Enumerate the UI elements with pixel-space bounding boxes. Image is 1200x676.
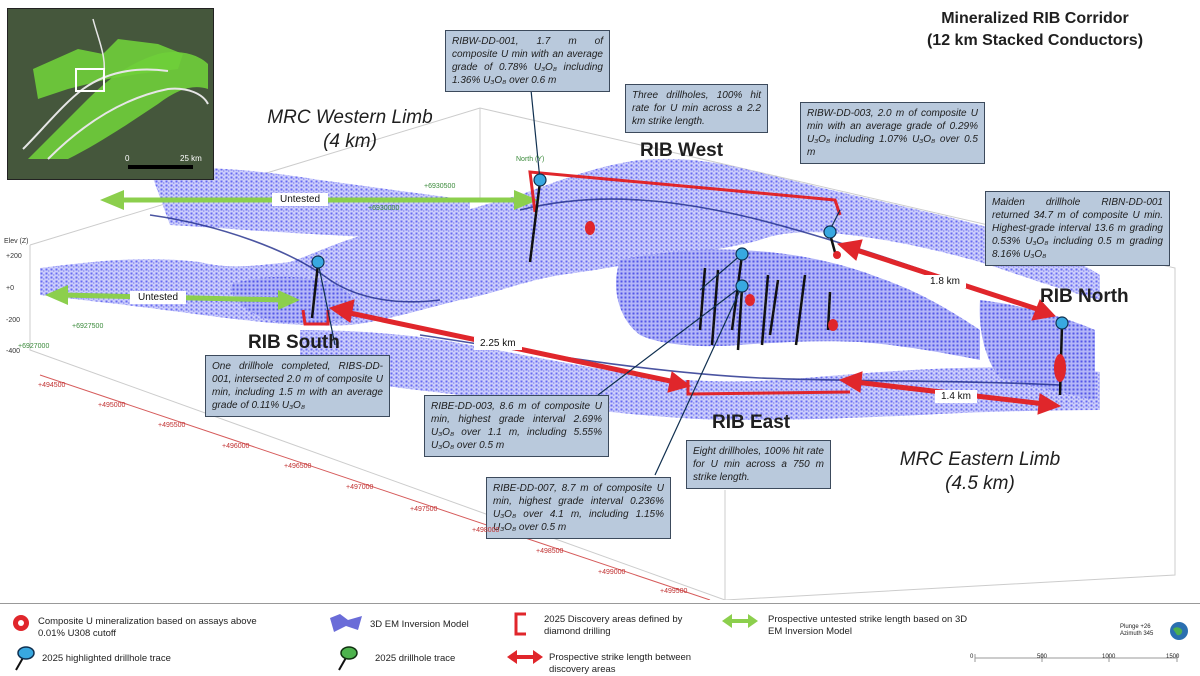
composite-mineralization-icon [13,615,29,631]
drillhole-trace-icon [338,646,358,671]
inset-scale-start: 0 [125,154,130,163]
legend-highlighted: 2025 highlighted drillhole trace [42,653,171,664]
callout-ribe-dd-007: RIBE-DD-007, 8.7 m of composite U min, h… [486,477,671,539]
eastern-limb-label: MRC Eastern Limb (4.5 km) [899,449,1061,494]
east-tick: +499000 [598,569,626,576]
legend: Composite U mineralization based on assa… [0,603,1200,676]
north-axis-title: North (Y) [516,156,545,163]
elev-tick: -400 [6,348,21,355]
strike-arrow-icon [507,650,543,664]
highlighted-drillhole-icon [15,646,35,671]
north-tick: +6927500 [72,323,104,330]
legend-untested-strike: Prospective untested strike length based… [768,614,968,637]
azimuth-label: Azimuth 345 [1120,631,1154,637]
legend-trace2025: 2025 drillhole trace [375,653,456,664]
inset-scale-end: 25 km [180,154,202,163]
highlighted-drillholes [311,69,1069,476]
discovery-brackets [301,170,851,396]
page-title: Mineralized RIB Corridor (12 km Stacked … [926,10,1144,49]
scale-tick: 1500 [1166,654,1180,660]
east-tick: +497000 [346,484,374,491]
scale-tick: 1000 [1102,654,1116,660]
callout-ribw-dd-001: RIBW-DD-001, 1.7 m of composite U min wi… [445,30,610,92]
discovery-bracket-icon [514,612,526,636]
em-model-icon [330,614,362,632]
scale-tick: 0 [970,654,974,660]
distance-label-east-north: 1.4 km [935,390,978,403]
inset-map: 0 25 km [7,8,214,180]
distance-label-north: 1.8 km [924,275,967,288]
mineralization [585,221,1066,382]
east-tick: +495000 [98,402,126,409]
east-tick: +496000 [222,443,250,450]
site-label-north: RIB North [1040,286,1129,307]
east-tick: +498500 [536,548,564,555]
callout-east-summary: Eight drillholes, 100% hit rate for U mi… [686,440,831,489]
scale-tick: 500 [1037,654,1048,660]
callout-ribs-dd-001: One drillhole completed, RIBS-DD-001, in… [205,355,390,417]
untested-label-lower: Untested [130,291,187,304]
legend-composite: Composite U mineralization based on assa… [38,616,257,639]
legend-strike-between: Prospective strike length between discov… [549,652,692,675]
north-tick: +6930500 [424,183,456,190]
elev-axis-title: Elev (Z) [4,238,29,245]
untested-label-upper: Untested [272,193,329,206]
easting-axis [39,374,711,600]
legend-discovery: 2025 Discovery areas defined by diamond … [544,614,683,637]
elev-tick: +0 [6,285,14,292]
east-tick: +498000 [472,527,500,534]
callout-west-summary: Three drillholes, 100% hit rate for U mi… [625,84,768,133]
east-tick: +499500 [660,588,688,595]
site-label-east: RIB East [712,412,791,433]
north-tick: +6927000 [18,343,50,350]
callout-ribe-dd-003: RIBE-DD-003, 8.6 m of composite U min, h… [424,395,609,457]
distance-label-south-east: 2.25 km [474,337,522,350]
3d-scene [29,69,1176,600]
scale-bar [974,654,1178,662]
inset-highlight-box [75,68,105,92]
east-tick: +494500 [38,382,66,389]
legend-em-model: 3D EM Inversion Model [370,619,469,630]
western-limb-label: MRC Western Limb (4 km) [267,107,433,152]
drillholes [310,181,1064,396]
globe-icon [1170,622,1188,640]
east-tick: +496500 [284,463,312,470]
callout-ribw-dd-003: RIBW-DD-003, 2.0 m of composite U min wi… [800,102,985,164]
plunge-label: Plunge +26 [1120,624,1151,630]
callout-ribn-dd-001: Maiden drillhole RIBN-DD-001 returned 34… [985,191,1170,266]
north-tick: +6930000 [368,205,400,212]
untested-arrow-icon [722,614,758,628]
site-label-south: RIB South [248,332,340,353]
east-tick: +495500 [158,422,186,429]
site-label-west: RIB West [640,140,724,161]
elev-tick: -200 [6,317,21,324]
east-tick: +497500 [410,506,438,513]
elev-tick: +200 [6,253,22,260]
